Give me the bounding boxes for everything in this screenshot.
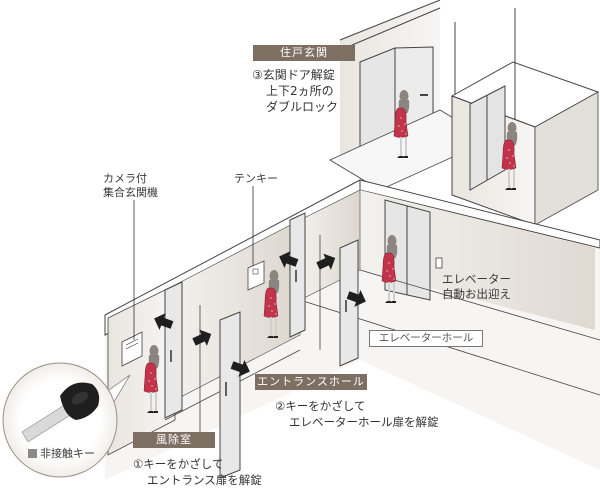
step-number-1: ① <box>133 457 144 471</box>
main-corridor <box>104 179 600 480</box>
intercom-callout-line1: カメラ付 <box>103 172 147 185</box>
intercom-callout-line2: 集合玄関機 <box>103 186 158 199</box>
entrance-hall-step-line2: エレベーターホール扉を解錠 <box>289 415 439 429</box>
elevator-callout: エレベーター 自動お出迎え <box>442 272 511 302</box>
elevator-callout-line2: 自動お出迎え <box>442 287 511 301</box>
entrance-hall-step-line1: キーをかざして <box>285 399 366 413</box>
front-door-tag: 住戸玄関 <box>253 45 355 61</box>
front-door-step-line1: 玄関ドア解錠 <box>262 68 335 82</box>
step-number-2: ② <box>275 399 286 413</box>
entrance-hall-tag: エントランスホール <box>255 374 367 390</box>
front-door-unit <box>329 0 491 191</box>
windbreak-room-step-line1: キーをかざして <box>143 457 224 471</box>
keypad-callout: テンキー <box>234 172 278 185</box>
step-number-3: ③ <box>252 68 263 82</box>
front-door-step-line2: 上下2ヵ所の <box>266 84 334 98</box>
square-bullet-icon <box>28 449 37 458</box>
entrance-hall-step: ②キーをかざして エレベーターホール扉を解錠 <box>275 398 439 430</box>
windbreak-room-tag: 風除室 <box>133 432 215 448</box>
front-door-step: ③玄関ドア解錠 上下2ヵ所の ダブルロック <box>252 67 338 115</box>
key-inset-label: 非接触キー <box>28 447 95 461</box>
intercom-callout: カメラ付 集合玄関機 <box>103 172 158 200</box>
key-inset <box>2 362 131 478</box>
elevator-cage <box>450 8 600 226</box>
elevator-callout-line1: エレベーター <box>442 272 511 286</box>
windbreak-room-step-line2: エントランス扉を解錠 <box>147 473 262 487</box>
key-label-text: 非接触キー <box>40 447 95 460</box>
front-door-step-line3: ダブルロック <box>266 100 339 114</box>
elevator-hall-label: エレベーターホール <box>369 330 483 347</box>
windbreak-room-step: ①キーをかざして エントランス扉を解錠 <box>133 456 262 488</box>
